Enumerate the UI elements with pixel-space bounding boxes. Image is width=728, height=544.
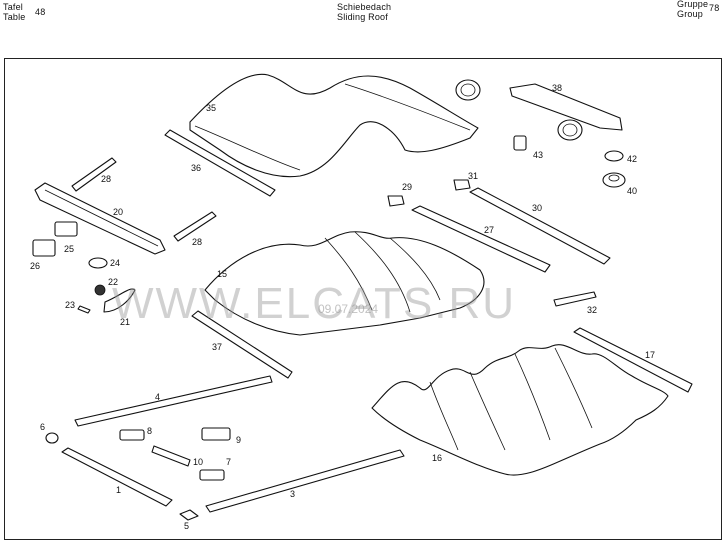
callout-5: 5: [184, 521, 189, 531]
callout-24: 24: [110, 258, 120, 268]
folded-fabric-15: [204, 231, 485, 336]
front-frame-20: [34, 182, 166, 255]
callout-10: 10: [193, 457, 203, 467]
washer-42: [604, 150, 624, 162]
callout-22: 22: [108, 277, 118, 287]
strip-3: [205, 449, 405, 513]
title-de: Schiebedach: [337, 2, 392, 12]
strap-28-lower: [173, 211, 217, 242]
callout-29: 29: [402, 182, 412, 192]
cap-5: [179, 509, 199, 521]
nut-40: [602, 172, 626, 188]
group-label-de: Gruppe: [677, 0, 709, 9]
rail-17: [573, 327, 693, 393]
clip-43: [513, 135, 527, 151]
callout-40: 40: [627, 186, 637, 196]
rear-rail-38: [455, 79, 623, 141]
handle-21: [103, 288, 136, 313]
plate-7: [199, 469, 225, 481]
callout-17: 17: [645, 350, 655, 360]
callout-38: 38: [552, 83, 562, 93]
strap-32: [553, 291, 597, 307]
callout-32: 32: [587, 305, 597, 315]
diagram-frame: [4, 58, 722, 540]
callout-3: 3: [290, 489, 295, 499]
callout-31: 31: [468, 171, 478, 181]
callout-8: 8: [147, 426, 152, 436]
callout-23: 23: [65, 300, 75, 310]
strip-37: [191, 310, 293, 379]
watermark-date: 09.07.2024: [318, 302, 378, 316]
clip-29: [387, 195, 405, 207]
watermark-text: WWW.ELCATS.RU: [112, 279, 516, 328]
callout-6: 6: [40, 422, 45, 432]
cap-6: [45, 432, 59, 444]
plate-26: [32, 239, 56, 257]
callout-7: 7: [226, 457, 231, 467]
strap-28-upper: [71, 157, 117, 192]
callout-28b: 28: [192, 237, 202, 247]
callout-15: 15: [217, 269, 227, 279]
strip-36: [164, 129, 276, 197]
callout-26: 26: [30, 261, 40, 271]
pin-23: [77, 305, 91, 314]
plate-8: [119, 429, 145, 441]
callout-1: 1: [116, 485, 121, 495]
callout-43: 43: [533, 150, 543, 160]
callout-4: 4: [155, 392, 160, 402]
corrugated-panel-16: [371, 344, 669, 476]
callout-30: 30: [532, 203, 542, 213]
callout-16: 16: [432, 453, 442, 463]
plate-25: [54, 221, 78, 237]
callout-27: 27: [484, 225, 494, 235]
group-number: 78: [709, 3, 720, 13]
callout-21: 21: [120, 317, 130, 327]
callout-25: 25: [64, 244, 74, 254]
group-label-en: Group: [677, 9, 704, 19]
rail-27: [411, 205, 551, 273]
callout-20: 20: [113, 207, 123, 217]
callout-37: 37: [212, 342, 222, 352]
clip-31: [453, 179, 471, 191]
plate-9: [201, 427, 231, 441]
callout-35: 35: [206, 103, 216, 113]
callout-9: 9: [236, 435, 241, 445]
bracket-10: [151, 445, 191, 467]
roof-canopy-35: [189, 73, 479, 178]
table-label-en: Table: [3, 12, 26, 22]
table-label-de: Tafel: [3, 2, 24, 12]
callout-28a: 28: [101, 174, 111, 184]
callout-36: 36: [191, 163, 201, 173]
washer-24: [88, 257, 108, 269]
table-number: 48: [35, 7, 46, 17]
knob-22: [94, 284, 106, 296]
rail-4: [74, 375, 273, 427]
title-en: Sliding Roof: [337, 12, 388, 22]
strip-1: [61, 447, 173, 507]
rail-30: [469, 187, 611, 265]
callout-labels: 1 3 4 5 6 7 8 9 10 15 16 17 20 21 22 23 …: [30, 83, 655, 531]
callout-42: 42: [627, 154, 637, 164]
